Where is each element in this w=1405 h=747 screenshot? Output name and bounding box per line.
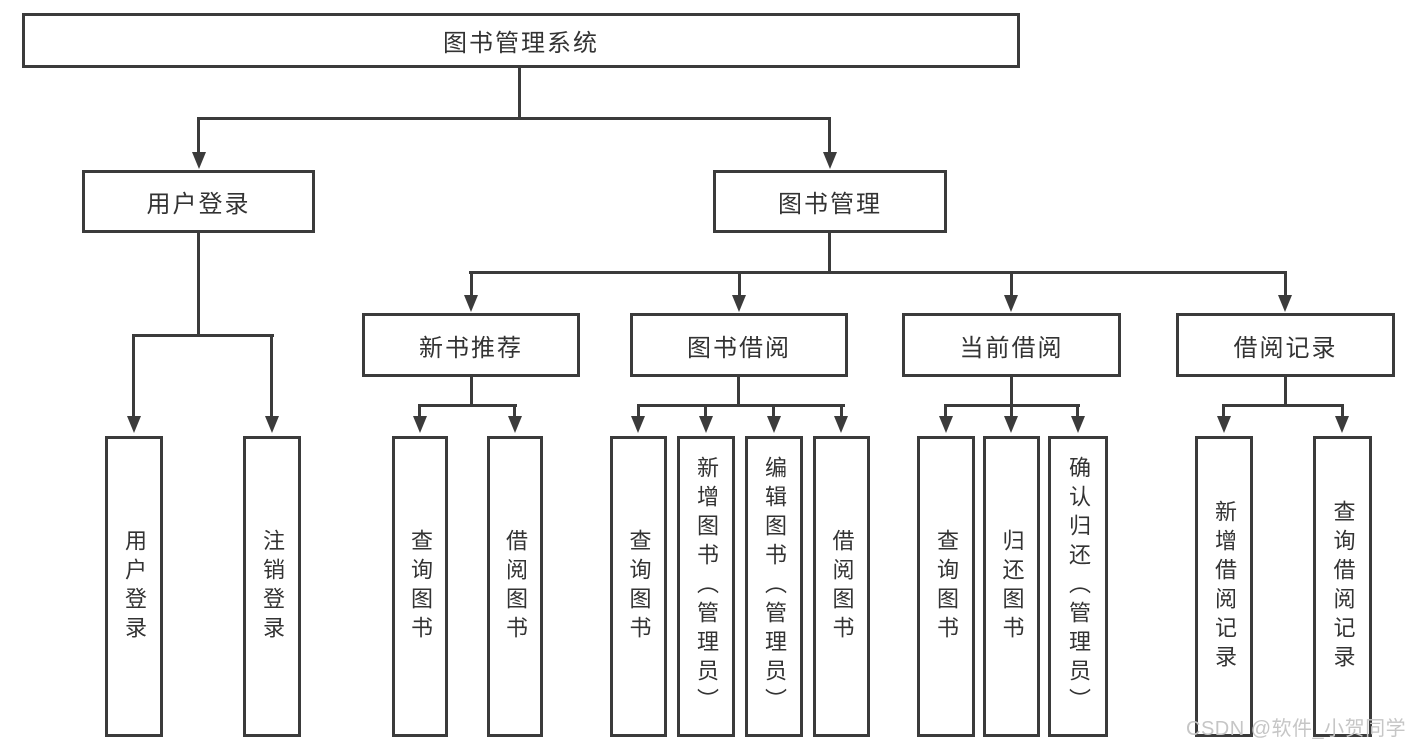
node-label: 用户登录 [122, 528, 147, 645]
node-label: 借阅记录 [1233, 334, 1338, 362]
arrowhead-borrow-record [1278, 295, 1292, 312]
connector-leaf-drop [513, 404, 516, 418]
connector-leaf-drop [772, 404, 775, 418]
node-label: 查询图书 [934, 528, 959, 645]
leaf-confirm-return-admin: 确认归还（管理员） [1048, 436, 1108, 737]
node-label: 查询借阅记录 [1330, 499, 1356, 674]
connector-leaf-drop [944, 404, 947, 418]
arrowhead-leaf [1004, 416, 1018, 433]
node-label: 注销登录 [260, 528, 285, 645]
node-label: 查询图书 [626, 528, 652, 645]
arrowhead-current-borrow [1004, 295, 1018, 312]
leaf-add-book-admin: 新增图书（管理员） [677, 436, 735, 737]
connector-to-leaf-login [132, 334, 135, 418]
connector-new-book-split [418, 404, 517, 407]
arrowhead-leaf [699, 416, 713, 433]
arrowhead-leaf [1071, 416, 1085, 433]
connector-leaf-drop [1341, 404, 1344, 418]
node-book-management: 图书管理 [713, 170, 947, 233]
connector-current-borrow-stem [1010, 377, 1013, 406]
leaf-add-borrow-record: 新增借阅记录 [1195, 436, 1253, 737]
node-label: 当前借阅 [959, 334, 1064, 362]
leaf-query-borrow-record: 查询借阅记录 [1313, 436, 1372, 737]
arrowhead-leaf [631, 416, 645, 433]
leaf-return-book: 归还图书 [983, 436, 1040, 737]
node-label: 查询图书 [408, 528, 433, 645]
leaf-edit-book-admin: 编辑图书（管理员） [745, 436, 803, 737]
connector-to-book-borrow [738, 271, 741, 299]
node-label: 图书借阅 [687, 334, 791, 362]
node-root-library-system: 图书管理系统 [22, 13, 1020, 68]
connector-to-user-login [197, 117, 200, 155]
connector-book-borrow-split [637, 404, 845, 407]
arrowhead-book-borrow [732, 295, 746, 312]
connector-root-split [197, 117, 831, 120]
connector-book-mgmt-split [469, 271, 1287, 274]
connector-root-stem [518, 68, 521, 119]
arrowhead-leaf-logout [265, 416, 279, 433]
connector-user-login-split [132, 334, 274, 337]
leaf-query-book-newbook: 查询图书 [392, 436, 448, 737]
connector-leaf-drop [704, 404, 707, 418]
arrowhead-leaf [508, 416, 522, 433]
connector-to-new-book [470, 271, 473, 299]
connector-book-mgmt-stem [828, 233, 831, 274]
node-label: 归还图书 [999, 528, 1025, 645]
connector-to-current-borrow [1010, 271, 1013, 299]
arrowhead-book-mgmt [823, 152, 837, 169]
connector-to-borrow-record [1284, 271, 1287, 299]
node-label: 借阅图书 [829, 528, 855, 645]
node-label: 新书推荐 [419, 334, 523, 362]
node-label: 新增图书（管理员） [694, 456, 719, 717]
node-label: 确认归还（管理员） [1066, 456, 1091, 717]
arrowhead-leaf [834, 416, 848, 433]
node-current-borrowing: 当前借阅 [902, 313, 1121, 377]
connector-leaf-drop [840, 404, 843, 418]
node-label: 图书管理系统 [443, 30, 599, 57]
leaf-query-book-borrowing: 查询图书 [610, 436, 667, 737]
arrowhead-leaf [939, 416, 953, 433]
node-user-login: 用户登录 [82, 170, 315, 233]
node-new-book-recommend: 新书推荐 [362, 313, 580, 377]
arrowhead-leaf-login [127, 416, 141, 433]
connector-leaf-drop [418, 404, 421, 418]
csdn-watermark: CSDN @软件_小贺同学 [1186, 718, 1405, 740]
leaf-logout: 注销登录 [243, 436, 301, 737]
connector-leaf-drop [1076, 404, 1079, 418]
leaf-borrow-book-newbook: 借阅图书 [487, 436, 543, 737]
connector-new-book-stem [470, 377, 473, 406]
arrowhead-new-book [464, 295, 478, 312]
node-label: 用户登录 [146, 191, 251, 218]
connector-to-leaf-logout [270, 334, 273, 418]
connector-borrow-record-split [1222, 404, 1344, 407]
node-book-borrowing: 图书借阅 [630, 313, 848, 377]
node-borrowing-records: 借阅记录 [1176, 313, 1395, 377]
arrowhead-leaf [767, 416, 781, 433]
connector-leaf-drop [1222, 404, 1225, 418]
node-label: 编辑图书（管理员） [762, 456, 787, 717]
connector-leaf-drop [1010, 404, 1013, 418]
leaf-borrow-book-borrowing: 借阅图书 [813, 436, 870, 737]
arrowhead-user-login [192, 152, 206, 169]
node-label: 借阅图书 [503, 528, 528, 645]
leaf-user-login: 用户登录 [105, 436, 163, 737]
arrowhead-leaf [1335, 416, 1349, 433]
connector-to-book-mgmt [828, 117, 831, 155]
node-label: 图书管理 [778, 191, 882, 218]
connector-leaf-drop [637, 404, 640, 418]
leaf-query-book-current: 查询图书 [917, 436, 975, 737]
connector-book-borrow-stem [737, 377, 740, 406]
arrowhead-leaf [1217, 416, 1231, 433]
connector-borrow-record-stem [1284, 377, 1287, 406]
connector-user-login-stem [197, 233, 200, 336]
arrowhead-leaf [413, 416, 427, 433]
node-label: 新增借阅记录 [1212, 499, 1237, 674]
